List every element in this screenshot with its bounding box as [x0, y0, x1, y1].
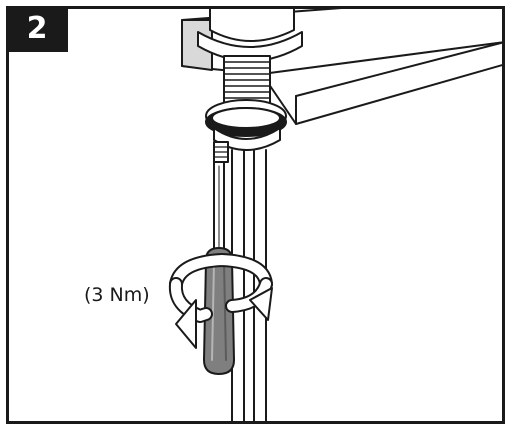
torque-annotation: (3 Nm): [84, 284, 150, 306]
screwdriver-icon: [203, 161, 235, 375]
rotation-arrow-icon: [168, 253, 273, 349]
faucet-shank-icon: [197, 9, 303, 163]
step-number-badge: 2: [6, 6, 68, 52]
